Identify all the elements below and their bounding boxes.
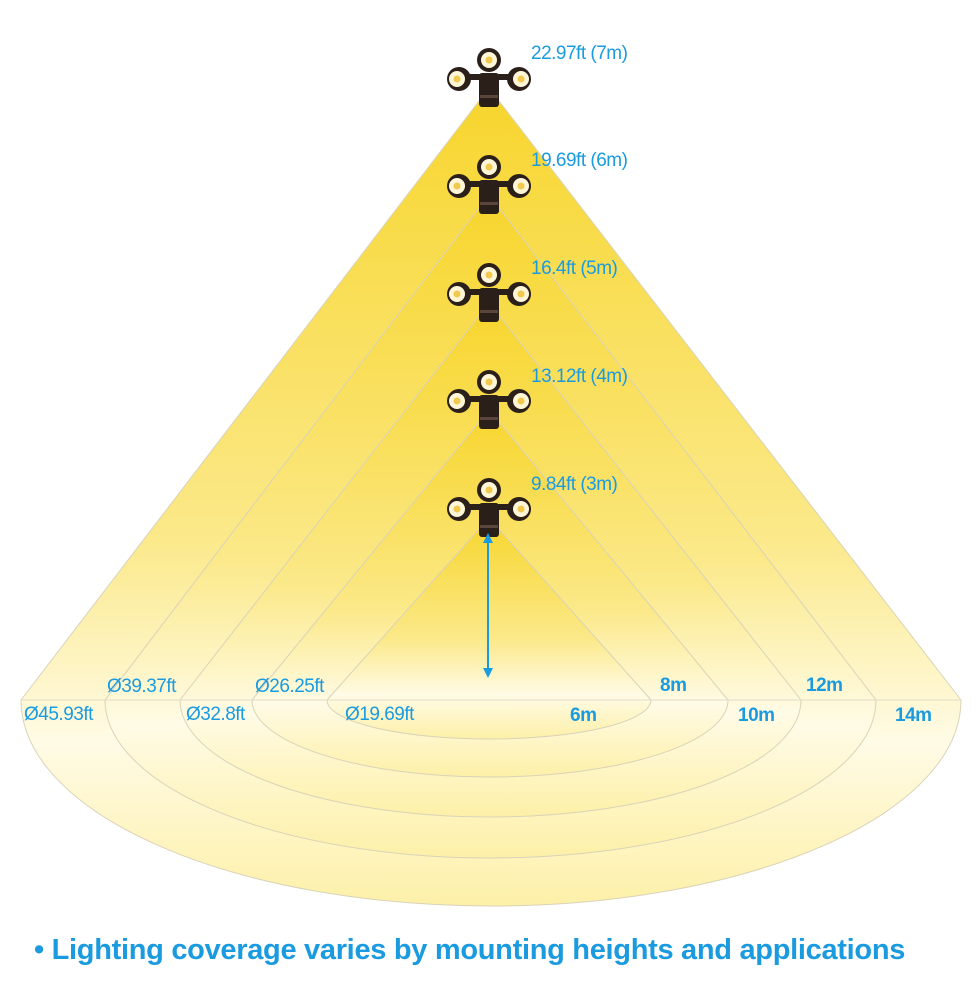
diameter-ft-8m: Ø26.25ft — [255, 676, 324, 697]
floodlight-icon — [447, 155, 531, 214]
height-arrow — [483, 533, 493, 678]
height-label-5m: 16.4ft (5m) — [531, 258, 618, 279]
diameter-m-6: 6m — [570, 705, 597, 726]
floodlight-icon — [447, 478, 531, 537]
diameter-ft-10m: Ø32.8ft — [186, 704, 245, 725]
bullet: • — [34, 934, 44, 966]
footer-note: • Lighting coverage varies by mounting h… — [34, 934, 905, 967]
diameter-ft-12m: Ø39.37ft — [107, 676, 176, 697]
diameter-ft-14m: Ø45.93ft — [24, 704, 93, 725]
height-label-6m: 19.69ft (6m) — [531, 150, 628, 171]
height-label-3m: 9.84ft (3m) — [531, 474, 618, 495]
floodlight-icon — [447, 263, 531, 322]
diameter-m-14: 14m — [895, 705, 932, 726]
floodlight-icon — [447, 48, 531, 107]
diameter-m-10: 10m — [738, 705, 775, 726]
diameter-ft-6m: Ø19.69ft — [345, 704, 414, 725]
height-label-7m: 22.97ft (7m) — [531, 43, 628, 64]
diameter-m-8: 8m — [660, 675, 687, 696]
footer-text: Lighting coverage varies by mounting hei… — [51, 934, 906, 966]
height-label-4m: 13.12ft (4m) — [531, 366, 628, 387]
floodlight-icon — [447, 370, 531, 429]
diameter-m-12: 12m — [806, 675, 843, 696]
